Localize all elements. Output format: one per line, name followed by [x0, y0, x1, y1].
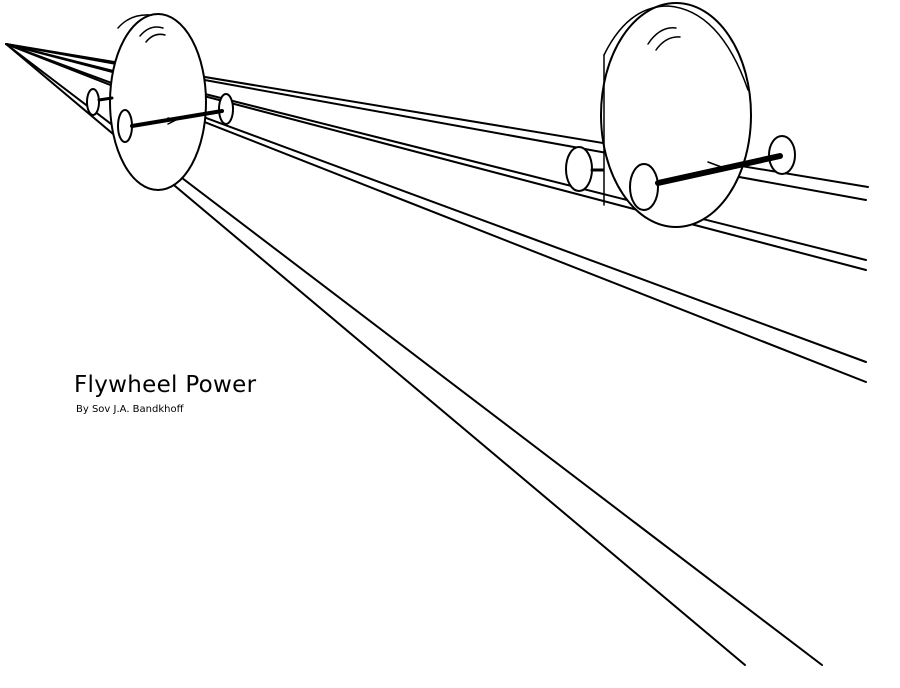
wheel-far-front-left	[117, 109, 133, 143]
axle-far	[130, 109, 224, 128]
flywheel-car-far	[86, 13, 234, 191]
axle-back-far	[97, 96, 114, 102]
diagram-byline: By Sov J.A. Bandkhoff	[76, 404, 184, 415]
flywheel-highlight-near	[647, 27, 677, 45]
diagram-title: Flywheel Power	[74, 372, 257, 398]
wheel-near-back-left	[565, 146, 593, 192]
flywheel-highlight-near-2	[655, 36, 681, 51]
axle-arrow-far	[167, 117, 177, 125]
flywheel-disc-far	[109, 13, 207, 191]
wheel-far-right	[218, 93, 234, 125]
flywheel-car-near	[565, 2, 796, 228]
flywheel-rim-near	[603, 5, 749, 91]
axle-arrow-near	[707, 161, 725, 175]
flywheel-highlight-far-2	[145, 33, 166, 43]
flywheel-rim-far	[117, 14, 151, 29]
wheel-near-front-left	[629, 163, 659, 211]
flywheel-highlight-far	[139, 26, 164, 37]
wheel-far-back-left	[86, 88, 100, 116]
